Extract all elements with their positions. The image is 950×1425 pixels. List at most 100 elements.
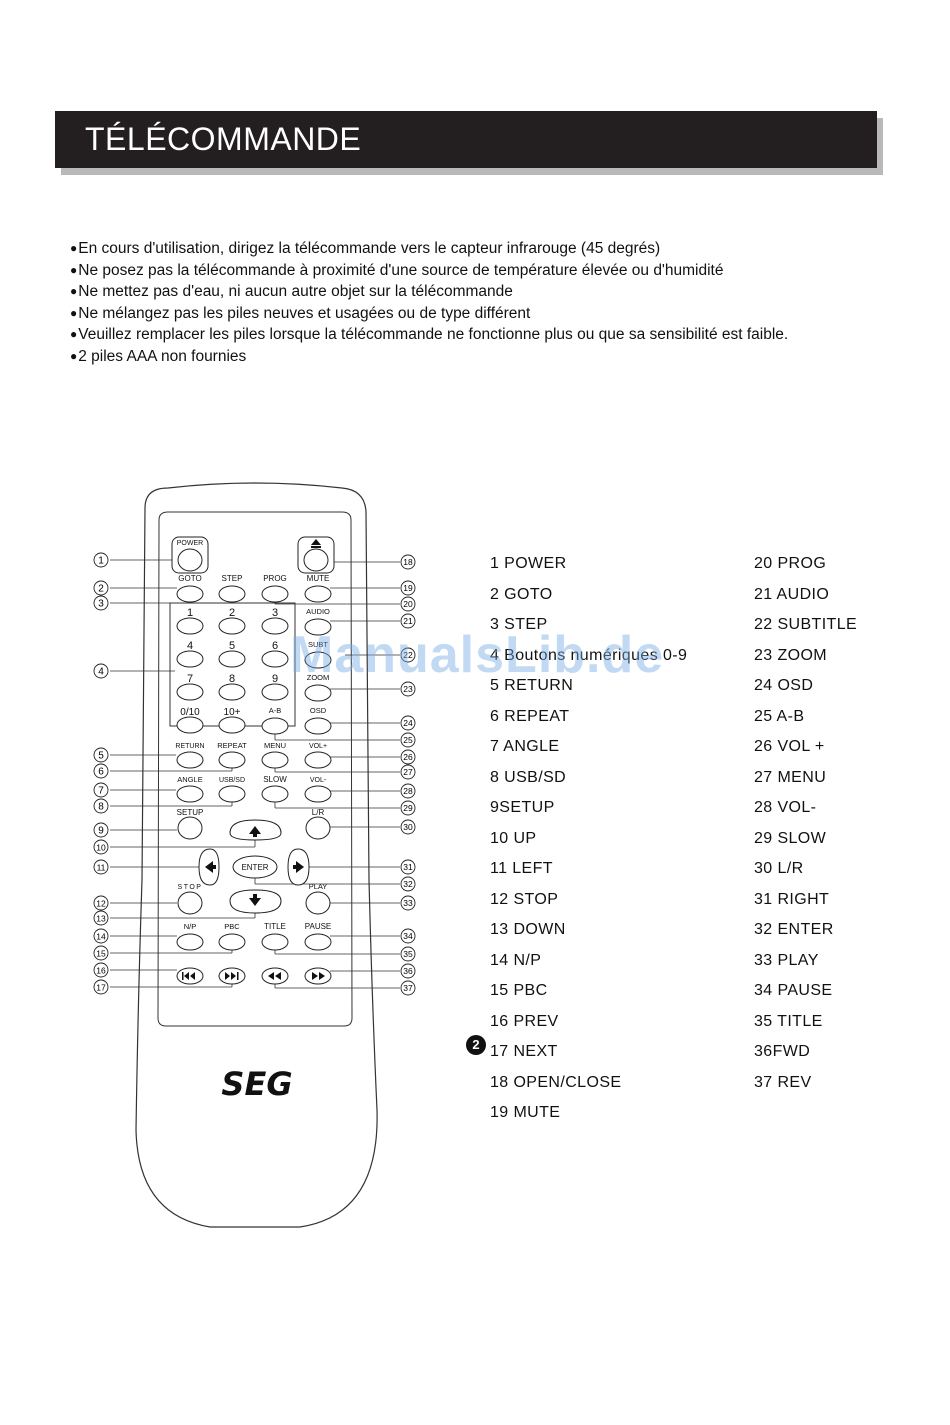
- callout-12: 12: [93, 895, 109, 911]
- num-8-button[interactable]: [218, 683, 246, 701]
- np-button[interactable]: [176, 933, 204, 951]
- down-arrow-stem-icon: [253, 894, 257, 899]
- callout-8: 8: [93, 798, 109, 814]
- eject-icon: [311, 539, 321, 545]
- svg-text:24: 24: [403, 718, 413, 728]
- function-item: 34 PAUSE: [754, 982, 833, 999]
- subtitle-button[interactable]: [304, 651, 332, 669]
- slow-button[interactable]: [261, 785, 289, 803]
- num-1-label: 1: [187, 607, 193, 619]
- audio-button[interactable]: [304, 618, 332, 636]
- note-4: ●Ne mélangez pas les piles neuves et usa…: [70, 304, 531, 322]
- next-icon: [225, 972, 239, 980]
- num-2-button[interactable]: [218, 617, 246, 635]
- num-0-10-button[interactable]: [176, 716, 204, 734]
- ab-label: A-B: [269, 706, 282, 715]
- svg-text:3: 3: [98, 599, 104, 610]
- eject-bar-icon: [311, 546, 321, 548]
- function-item: 6 REPEAT: [490, 707, 570, 725]
- zoom-button[interactable]: [304, 684, 332, 702]
- right-arrow-stem-icon: [293, 865, 297, 869]
- lr-button[interactable]: [305, 816, 331, 840]
- function-item: 25 A-B: [754, 707, 805, 725]
- title-bar: TÉLÉCOMMANDE: [55, 111, 877, 168]
- note-6: ●2 piles AAA non fournies: [70, 347, 247, 365]
- zoom-label: ZOOM: [307, 673, 330, 682]
- note-1: ●En cours d'utilisation, dirigez la télé…: [70, 240, 661, 257]
- num-7-button[interactable]: [176, 683, 204, 701]
- setup-label: SETUP: [177, 808, 204, 817]
- function-item: 11 LEFT: [490, 860, 553, 877]
- menu-label: MENU: [264, 741, 286, 750]
- bullet-icon: ●: [70, 262, 78, 277]
- num-9-label: 9: [272, 673, 278, 685]
- svg-text:6: 6: [98, 767, 104, 778]
- pause-button[interactable]: [304, 933, 332, 951]
- callout-26: 26: [400, 749, 416, 765]
- num-4-button[interactable]: [176, 650, 204, 668]
- angle-button[interactable]: [176, 785, 204, 803]
- up-arrow-stem-icon: [253, 833, 257, 837]
- menu-button[interactable]: [261, 751, 289, 769]
- function-list-left: 1 POWER 2 GOTO 3 STEP 4 Boutons numériqu…: [490, 552, 687, 1132]
- svg-text:8: 8: [98, 802, 104, 813]
- prog-button[interactable]: [261, 585, 289, 603]
- callout-27: 27: [400, 764, 416, 780]
- num-5-button[interactable]: [218, 650, 246, 668]
- svg-text:7: 7: [98, 786, 104, 797]
- bullet-icon: ●: [70, 327, 78, 342]
- function-item: 7 ANGLE: [490, 738, 560, 755]
- num-10plus-button[interactable]: [218, 716, 246, 734]
- callout-13: 13: [93, 910, 109, 926]
- function-item: 15 PBC: [490, 982, 548, 999]
- num-9-button[interactable]: [261, 683, 289, 701]
- stop-label: STOP: [178, 884, 203, 891]
- down-arrow-icon: [249, 898, 261, 906]
- pbc-button[interactable]: [218, 933, 246, 951]
- step-button[interactable]: [218, 585, 246, 603]
- callout-30: 30: [400, 819, 416, 835]
- callout-9: 9: [93, 822, 109, 838]
- mute-button[interactable]: [304, 585, 332, 603]
- function-item: 32 ENTER: [754, 921, 834, 938]
- function-item: 16 PREV: [490, 1012, 559, 1030]
- num-1-button[interactable]: [176, 617, 204, 635]
- bullet-icon: ●: [70, 284, 78, 299]
- return-button[interactable]: [176, 751, 204, 769]
- stop-button[interactable]: [177, 891, 203, 915]
- svg-text:35: 35: [403, 949, 413, 959]
- enter-button[interactable]: [232, 855, 278, 879]
- callout-2: 2: [93, 580, 109, 596]
- callout-29: 29: [400, 800, 416, 816]
- callout-28: 28: [400, 783, 416, 799]
- svg-text:17: 17: [96, 983, 106, 993]
- callout-lines: [110, 559, 400, 989]
- vol-plus-button[interactable]: [304, 751, 332, 769]
- svg-text:33: 33: [403, 898, 413, 908]
- title-button[interactable]: [261, 933, 289, 951]
- setup-button[interactable]: [177, 816, 203, 840]
- vol-minus-button[interactable]: [304, 785, 332, 803]
- page-number: 2: [466, 1035, 486, 1055]
- goto-button[interactable]: [176, 585, 204, 603]
- function-item: 21 AUDIO: [754, 585, 830, 603]
- num-6-button[interactable]: [261, 650, 289, 668]
- function-list-right: 20 PROG 21 AUDIO 22 SUBTITLE 23 ZOOM 24 …: [754, 552, 857, 1101]
- fwd-icon: [312, 972, 325, 980]
- left-arrow-icon: [205, 861, 213, 873]
- osd-button[interactable]: [304, 717, 332, 735]
- usb-sd-button[interactable]: [218, 785, 246, 803]
- repeat-button[interactable]: [218, 751, 246, 769]
- callouts-left: 1 2 3 4 5 6 7 8 9 10 11 12 13 14 15 16 1…: [93, 552, 109, 995]
- function-item: 29 SLOW: [754, 829, 827, 847]
- function-item: 14 N/P: [490, 951, 542, 969]
- svg-text:31: 31: [403, 862, 413, 872]
- page-title: TÉLÉCOMMANDE: [85, 121, 362, 157]
- svg-text:32: 32: [403, 879, 413, 889]
- ab-button[interactable]: [261, 717, 289, 735]
- num-3-button[interactable]: [261, 617, 289, 635]
- svg-text:15: 15: [96, 949, 106, 959]
- play-button[interactable]: [305, 891, 331, 915]
- note-3: ●Ne mettez pas d'eau, ni aucun autre obj…: [70, 283, 513, 301]
- svg-text:37: 37: [403, 983, 413, 993]
